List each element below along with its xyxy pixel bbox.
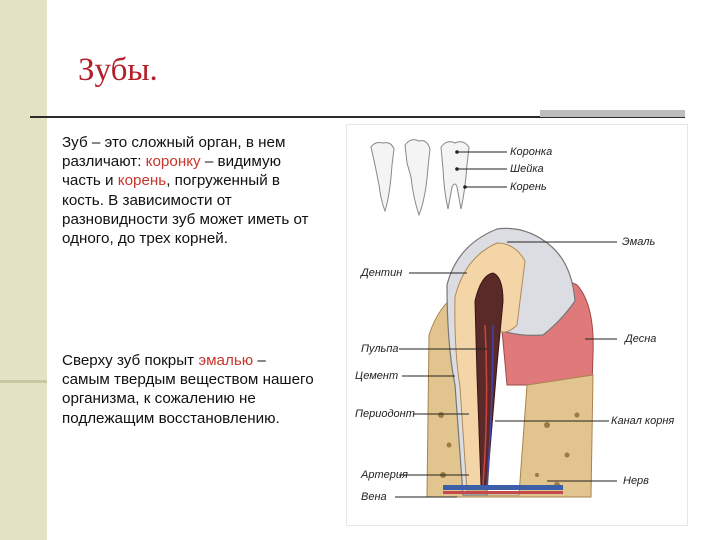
label-dentin: Дентин	[361, 267, 403, 279]
label-gum: Десна	[625, 333, 657, 345]
left-decor-bar	[0, 0, 47, 540]
small-teeth-group	[370, 139, 470, 217]
label-cement: Цемент	[355, 370, 399, 382]
title-divider	[30, 116, 685, 118]
tooth-illustration	[370, 139, 617, 498]
label-nerve: Нерв	[623, 475, 649, 487]
page-title: Зубы.	[78, 52, 158, 88]
label-periodont: Периодонт	[355, 408, 415, 420]
tooth-anatomy-figure: Коронка Шейка Корень Эмаль Дентин Пульпа…	[346, 124, 688, 526]
p2-text-b: – самым твердым веществом нашего организ…	[62, 352, 314, 427]
term-crown: коронку	[145, 153, 201, 171]
p1-text-a: Зуб – это сложный орган, в нем различают…	[62, 134, 286, 171]
p1-text-b: – видимую часть и	[62, 153, 282, 190]
divider-accent	[540, 110, 685, 117]
p1-text-c: , погруженный в кость. В зависимости от …	[62, 172, 309, 248]
label-artery: Артерия	[361, 469, 408, 481]
label-root-small: Корень	[510, 181, 547, 193]
label-pulp: Пульпа	[361, 343, 399, 355]
label-neck: Шейка	[510, 163, 544, 175]
term-root: корень	[117, 172, 167, 190]
label-enamel: Эмаль	[622, 236, 656, 248]
label-vein: Вена	[361, 491, 387, 503]
paragraph-enamel: Сверху зуб покрыт эмалью – самым твердым…	[62, 351, 317, 428]
label-crown: Коронка	[510, 146, 553, 158]
label-root-canal: Канал корня	[611, 415, 675, 427]
vein-vessel	[443, 485, 563, 490]
p2-text-a: Сверху зуб покрыт	[62, 352, 199, 369]
left-bar-tick	[0, 380, 47, 383]
artery-vessel	[443, 491, 563, 494]
pulp-shape	[474, 272, 504, 486]
term-enamel: эмалью	[198, 352, 254, 369]
paragraph-structure: Зуб – это сложный орган, в нем различают…	[62, 133, 317, 248]
